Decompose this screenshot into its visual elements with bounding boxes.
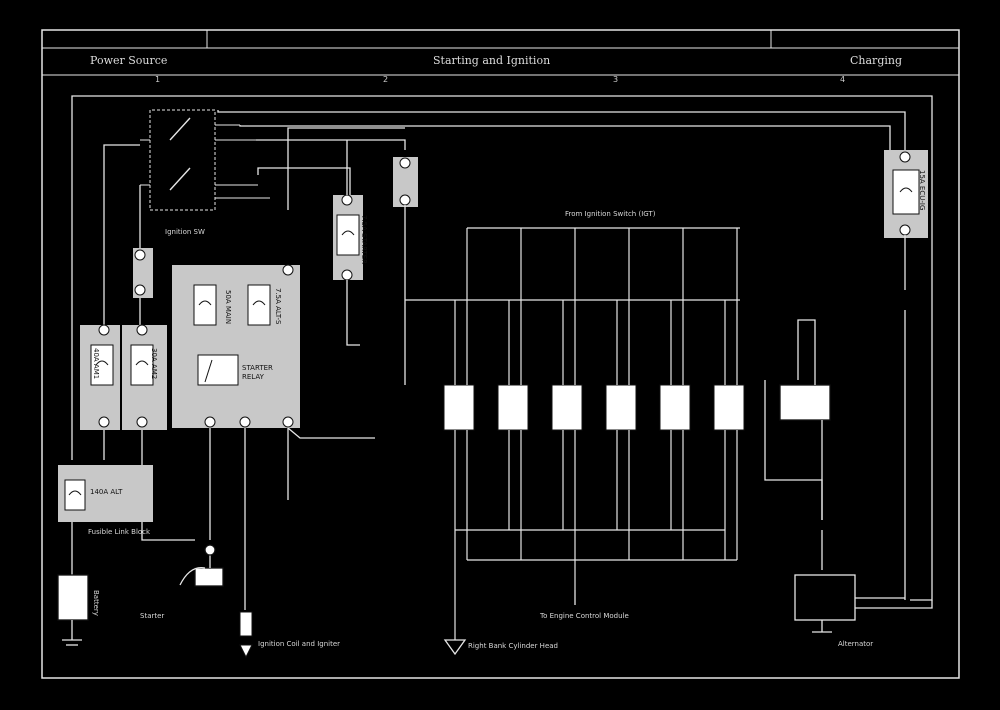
starter-label: Starter bbox=[140, 612, 165, 620]
ignition-switch bbox=[140, 109, 270, 211]
top-bus-label: From Ignition Switch (IGT) bbox=[565, 210, 656, 218]
starter-motor bbox=[179, 544, 224, 587]
fuse-alt-label: 140A ALT bbox=[90, 488, 123, 496]
diagram-border bbox=[41, 29, 960, 679]
battery bbox=[57, 522, 89, 646]
fuse-panel bbox=[172, 265, 300, 428]
ground-bottom bbox=[443, 590, 576, 656]
fuse-main-label: 50A MAIN bbox=[224, 290, 232, 325]
ignition-coils bbox=[443, 384, 745, 431]
fuse-symbols bbox=[64, 169, 920, 511]
relay-label-2: RELAY bbox=[242, 373, 264, 381]
ignition-coil-note: Ignition Coil and Igniter bbox=[258, 640, 341, 648]
top-buses bbox=[71, 95, 933, 601]
fuse-starter-label: 7.5A STARTER bbox=[360, 215, 368, 265]
alternator-label: Alternator bbox=[838, 640, 874, 648]
ignition-sensor bbox=[239, 611, 253, 659]
fuse-am1-label: 40A AM1 bbox=[92, 348, 100, 380]
fuse-alt-s-label: 7.5A ALT-S bbox=[274, 288, 282, 325]
ground-label: Right Bank Cylinder Head bbox=[468, 642, 558, 650]
ignition-switch-label: Ignition SW bbox=[165, 228, 205, 236]
fuse-ecu-ig-label: 15A ECU-IG bbox=[918, 170, 926, 211]
starter-relay bbox=[197, 354, 239, 386]
battery-label: Battery bbox=[92, 590, 100, 616]
header-starting-ignition: Starting and Ignition bbox=[433, 54, 551, 67]
relay-label-1: STARTER bbox=[242, 364, 273, 372]
connector-pins bbox=[98, 151, 911, 428]
fusible-link-label: Fusible Link Block bbox=[88, 528, 151, 536]
ecm-note-label: To Engine Control Module bbox=[540, 612, 629, 620]
col-num-4: 4 bbox=[840, 75, 845, 84]
fuse-am2-label: 30A AM2 bbox=[150, 348, 158, 380]
header-charging: Charging bbox=[850, 54, 903, 67]
col-num-1: 1 bbox=[155, 75, 160, 84]
alternator bbox=[764, 319, 933, 633]
header-power-source: Power Source bbox=[90, 54, 168, 67]
col-num-2: 2 bbox=[383, 75, 388, 84]
col-num-3: 3 bbox=[613, 75, 618, 84]
